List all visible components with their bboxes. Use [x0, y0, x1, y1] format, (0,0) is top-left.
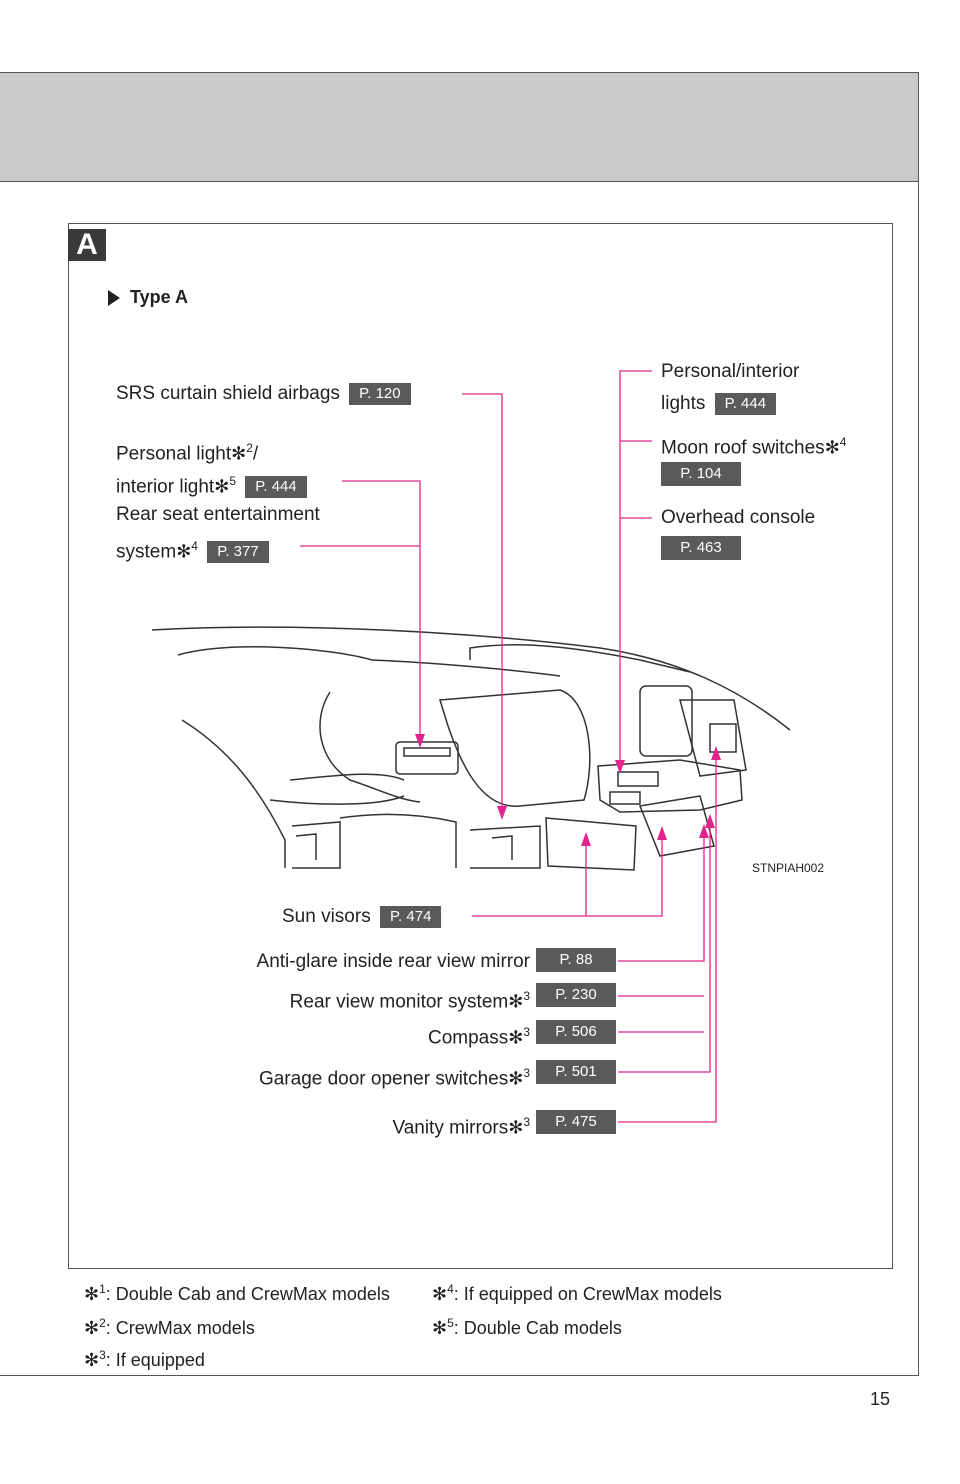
vehicle-interior-drawing: [151, 626, 791, 871]
asterisk-icon: ✻: [432, 1284, 448, 1304]
footnote-3: ✻3: If equipped: [84, 1348, 205, 1371]
footnote-num: 3: [99, 1348, 106, 1362]
asterisk-icon: ✻: [432, 1318, 448, 1338]
asterisk-icon: ✻: [84, 1284, 100, 1304]
type-label: Type A: [108, 287, 188, 308]
figure-code: STNPIAH002: [752, 861, 824, 875]
footnote-num: 4: [447, 1282, 454, 1296]
rear-view-monitor-page-ref[interactable]: P. 230: [536, 983, 616, 1007]
personal-interior-page-ref[interactable]: P. 444: [714, 392, 777, 415]
asterisk-icon: ✻: [176, 541, 192, 562]
interior-light-text: interior light: [116, 476, 215, 498]
interior-light-label: interior light✻5 P. 444: [116, 469, 307, 499]
sun-visors-label: Sun visors P. 474: [282, 905, 442, 929]
footnote-text: : If equipped on CrewMax models: [453, 1284, 722, 1304]
footnote-text: : Double Cab and CrewMax models: [105, 1284, 390, 1304]
vanity-page-ref[interactable]: P. 475: [536, 1110, 616, 1134]
vanity-text: Vanity mirrors: [392, 1117, 509, 1139]
anti-glare-label: Anti-glare inside rear view mirror: [256, 951, 530, 972]
srs-page-ref[interactable]: P. 120: [349, 382, 411, 405]
rear-seat-text: Rear seat entertainment: [116, 504, 320, 525]
lights-text: lights: [661, 393, 706, 414]
triangle-bullet-icon: [108, 289, 120, 306]
vanity-label: Vanity mirrors✻3: [392, 1110, 530, 1140]
compass-label: Compass✻3: [428, 1020, 530, 1050]
page-number: 15: [870, 1389, 891, 1409]
footnote-num: 2: [99, 1316, 106, 1330]
srs-label-text: SRS curtain shield airbags: [116, 383, 340, 404]
rear-view-monitor-label: Rear view monitor system✻3: [290, 984, 530, 1014]
sun-visors-text: Sun visors: [282, 906, 371, 927]
footnote-1: ✻1: Double Cab and CrewMax models: [84, 1282, 390, 1305]
footnote-ref: 3: [523, 1066, 530, 1080]
moon-roof-page-ref[interactable]: P. 104: [661, 462, 741, 486]
garage-label: Garage door opener switches✻3: [259, 1061, 530, 1091]
footnote-text: : If equipped: [105, 1350, 205, 1370]
overhead-label: Overhead console: [661, 507, 816, 528]
footnote-text: : Double Cab models: [453, 1318, 622, 1338]
footnote-2: ✻2: CrewMax models: [84, 1316, 255, 1339]
sun-visors-page-ref[interactable]: P. 474: [379, 905, 442, 928]
type-label-text: Type A: [130, 287, 189, 307]
rear-seat-label: Rear seat entertainment: [116, 503, 320, 527]
footnote-5: ✻5: Double Cab models: [432, 1316, 622, 1339]
footnote-4: ✻4: If equipped on CrewMax models: [432, 1282, 722, 1305]
asterisk-icon: ✻: [214, 476, 230, 497]
footnote-ref: 4: [191, 539, 198, 553]
personal-light-label: Personal light✻2/: [116, 436, 258, 466]
footnote-ref: 3: [523, 989, 530, 1003]
asterisk-icon: ✻: [508, 1068, 524, 1089]
asterisk-icon: ✻: [231, 443, 247, 464]
footnote-ref: 4: [839, 435, 847, 449]
rear-seat-system-text: system: [116, 541, 177, 563]
personal-light-page-ref[interactable]: P. 444: [245, 476, 307, 499]
rear-seat-page-ref[interactable]: P. 377: [207, 541, 269, 564]
garage-text: Garage door opener switches: [258, 1068, 509, 1090]
compass-text: Compass: [427, 1027, 509, 1049]
footnote-ref: 3: [523, 1115, 530, 1129]
figure-panel: [68, 223, 893, 1269]
moon-roof-text: Moon roof switches: [661, 437, 825, 459]
compass-page-ref[interactable]: P. 506: [536, 1020, 616, 1044]
leader-lines: [300, 370, 717, 1123]
footnote-num: 1: [99, 1282, 106, 1296]
header-band: [0, 72, 919, 182]
asterisk-icon: ✻: [508, 1027, 524, 1048]
personal-interior-label: Personal/interior: [661, 361, 800, 382]
page-frame: [0, 72, 919, 1376]
leader-arrowheads: [415, 734, 721, 846]
footnote-ref: 2: [246, 441, 253, 455]
footnote-text: : CrewMax models: [105, 1318, 255, 1338]
section-badge: A: [68, 229, 106, 261]
asterisk-icon: ✻: [508, 991, 524, 1012]
asterisk-icon: ✻: [84, 1350, 100, 1370]
overhead-page-ref[interactable]: P. 463: [661, 536, 741, 560]
personal-interior-label-line2: lights P. 444: [661, 392, 777, 416]
slash-text: /: [252, 443, 259, 465]
srs-label: SRS curtain shield airbags P. 120: [116, 382, 411, 406]
garage-page-ref[interactable]: P. 501: [536, 1060, 616, 1084]
moon-roof-label: Moon roof switches✻4: [661, 430, 846, 460]
footnote-ref: 3: [523, 1025, 530, 1039]
footnote-ref: 5: [229, 474, 236, 488]
asterisk-icon: ✻: [824, 437, 840, 458]
footnote-num: 5: [447, 1316, 454, 1330]
rear-seat-label-line2: system✻4 P. 377: [116, 534, 269, 564]
anti-glare-page-ref[interactable]: P. 88: [536, 948, 616, 972]
asterisk-icon: ✻: [84, 1318, 100, 1338]
asterisk-icon: ✻: [508, 1117, 524, 1138]
personal-light-text: Personal light: [116, 443, 232, 465]
rear-view-monitor-text: Rear view monitor system: [289, 991, 509, 1013]
